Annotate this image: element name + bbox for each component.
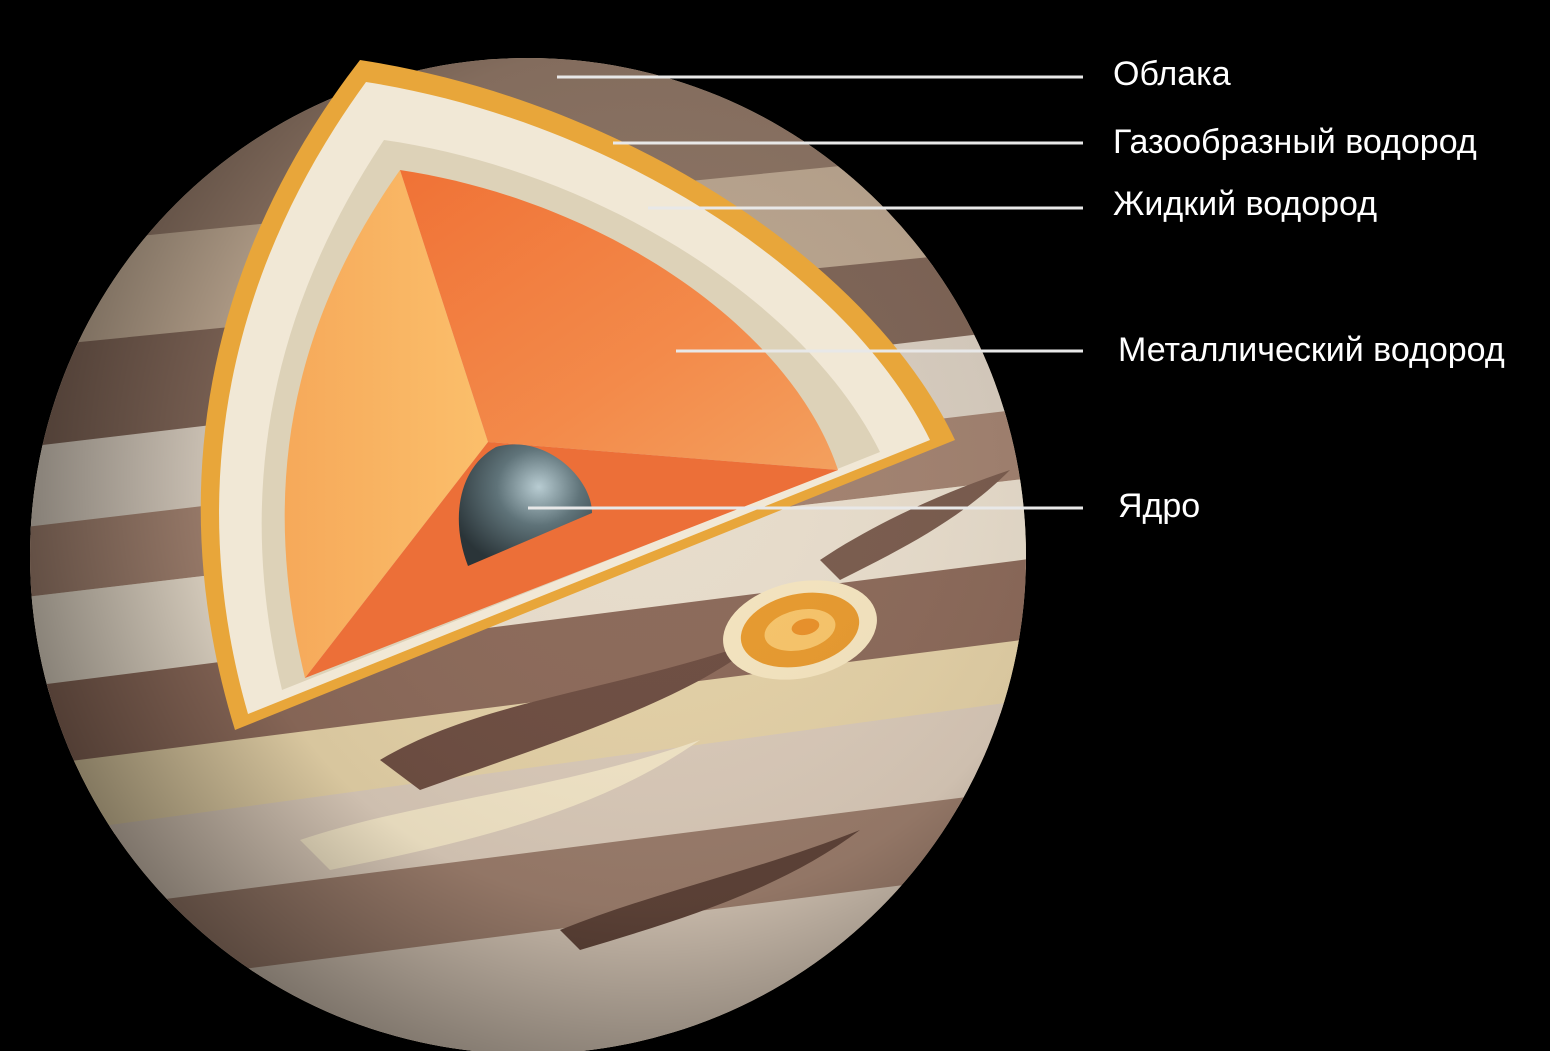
label-gaseous-hydrogen: Газообразный водород (1113, 122, 1477, 162)
label-clouds: Облака (1113, 54, 1231, 94)
label-metallic-hydrogen: Металлический водород (1118, 330, 1505, 370)
label-core: Ядро (1118, 486, 1200, 526)
label-liquid-hydrogen: Жидкий водород (1113, 184, 1377, 224)
